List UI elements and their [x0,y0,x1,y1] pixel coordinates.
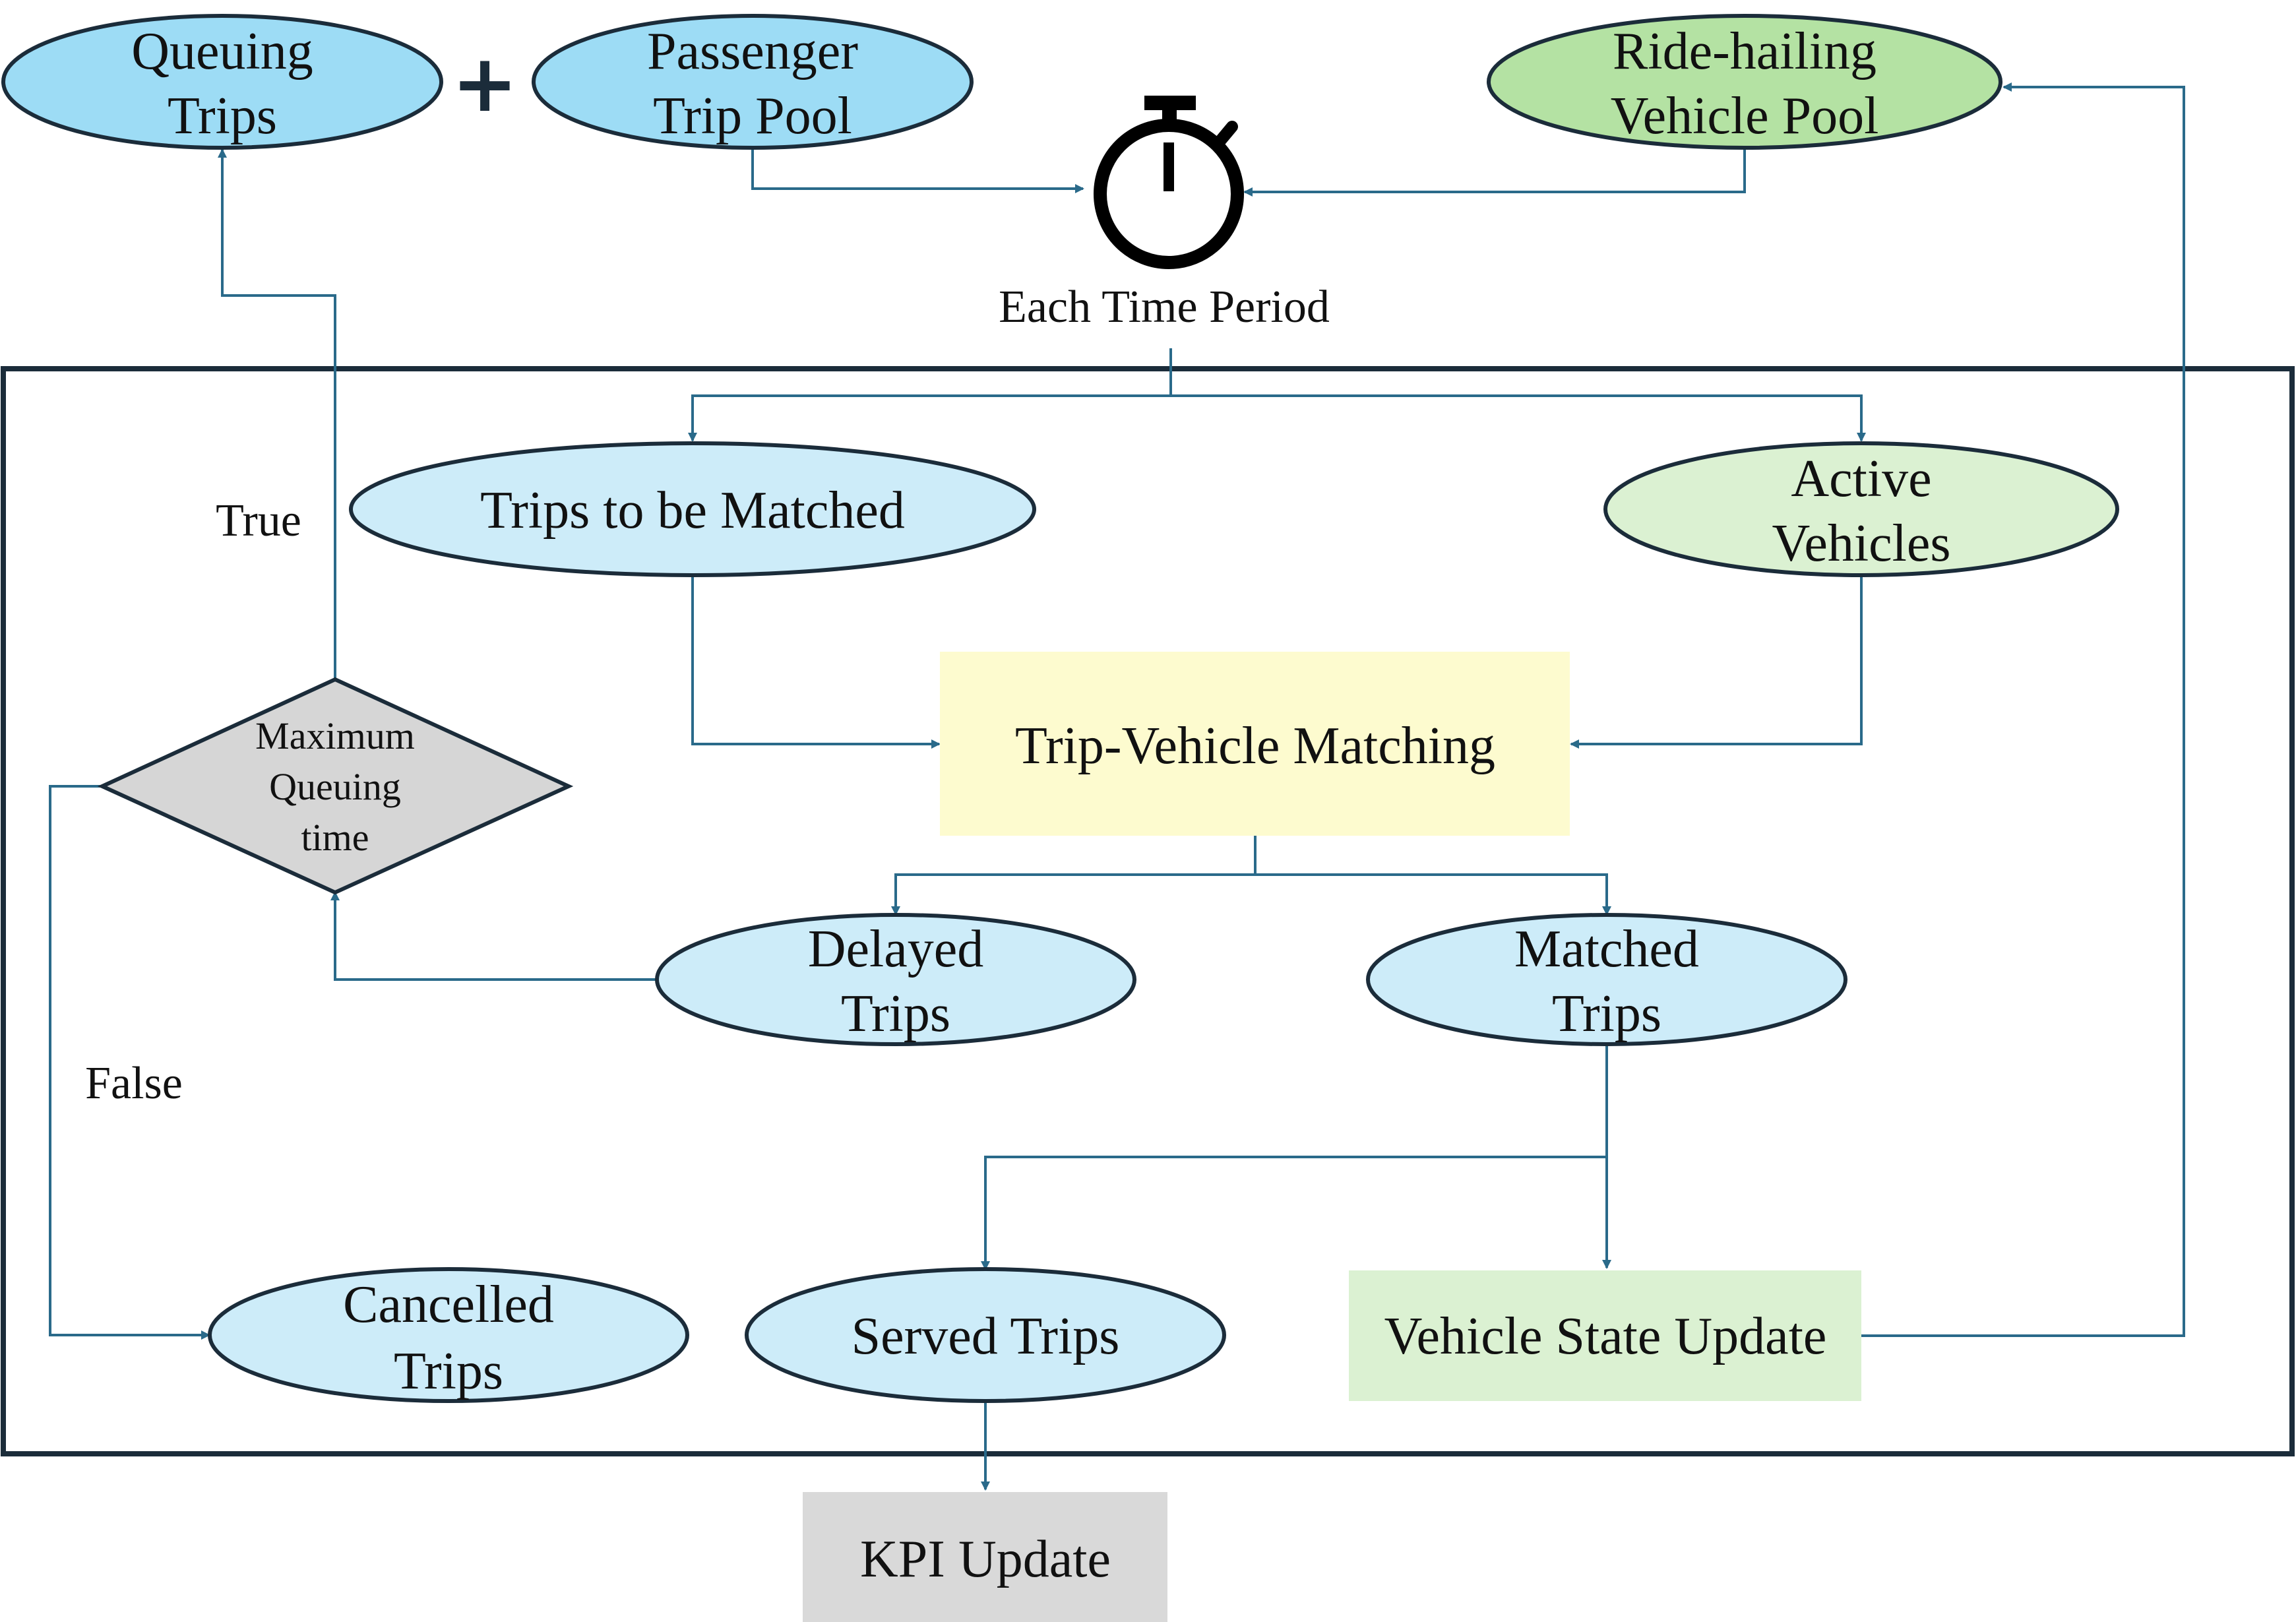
true-branch-label: True [216,495,301,546]
cancelled-trips-label-line2: Trips [394,1342,503,1400]
trips-to-match-label: Trips to be Matched [480,482,905,540]
vehicle-pool-label-line2: Vehicle Pool [1611,87,1879,145]
edge-decision-true-to-queuing [218,148,336,679]
vehicle-state-update-node: Vehicle State Update [1349,1270,1861,1401]
trips-to-be-matched-node: Trips to be Matched [349,441,1036,577]
kpi-update-node: KPI Update [803,1492,1167,1622]
active-vehicles-label-line1: Active [1791,450,1931,508]
edge-vehicles-to-matching [1570,575,1863,749]
active-vehicles-node: Active Vehicles [1603,441,2119,577]
matched-trips-node: Matched Trips [1366,913,1847,1046]
edge-vehicle-pool-to-timer [1243,148,1746,197]
each-time-period-label: Each Time Period [999,282,1330,332]
edge-trips-to-matching [691,575,941,749]
edge-to-trips-to-match [688,394,1171,442]
served-trips-node: Served Trips [745,1267,1226,1403]
delayed-trips-label-line2: Trips [841,985,950,1043]
queuing-trips-label-line1: Queuing [131,22,313,80]
stopwatch-icon [1094,96,1244,269]
matched-trips-label-line1: Matched [1514,920,1699,978]
vehicle-pool-label-line1: Ride-hailing [1613,22,1877,80]
matching-label: Trip-Vehicle Matching [1015,717,1495,775]
edge-to-served [981,1156,1607,1270]
edge-delayed-to-decision [330,891,657,981]
passenger-pool-label-line1: Passenger [647,22,858,80]
vehicle-pool-node: Ride-hailing Vehicle Pool [1487,14,2002,150]
false-branch-label: False [85,1058,183,1109]
edge-to-matched [1255,873,1611,916]
queuing-trips-label-line2: Trips [168,87,277,145]
delayed-trips-label-line1: Delayed [808,920,984,978]
decision-label-line3: time [301,816,369,859]
plus-sign: + [452,38,518,130]
queuing-trips-node: Queuing Trips [1,14,443,150]
active-vehicles-label-line2: Vehicles [1772,515,1950,573]
max-queuing-time-decision: Maximum Queuing time [97,677,574,895]
passenger-trip-pool-node: Passenger Trip Pool [532,14,974,150]
cancelled-trips-label-line1: Cancelled [343,1276,554,1334]
edge-passenger-pool-to-timer [751,148,1084,193]
edge-vehicle-update-to-pool [1861,82,2185,1337]
matched-trips-label-line2: Trips [1552,985,1661,1043]
connectors [49,82,2185,1491]
delayed-trips-node: Delayed Trips [655,913,1136,1046]
edge-to-active-vehicles [1171,394,1866,442]
served-trips-label: Served Trips [852,1307,1120,1365]
edge-to-delayed [891,873,1255,916]
trip-vehicle-matching-node: Trip-Vehicle Matching [940,652,1570,836]
vehicle-state-update-label: Vehicle State Update [1384,1307,1827,1365]
cancelled-trips-node: Cancelled Trips [208,1267,689,1403]
simulation-loop-frame [1,366,2295,1456]
decision-label-line1: Maximum [255,714,415,757]
decision-label-line2: Queuing [269,765,401,808]
kpi-update-label: KPI Update [860,1530,1111,1588]
edge-decision-false-to-cancelled [49,785,210,1340]
passenger-pool-label-line2: Trip Pool [653,87,852,145]
